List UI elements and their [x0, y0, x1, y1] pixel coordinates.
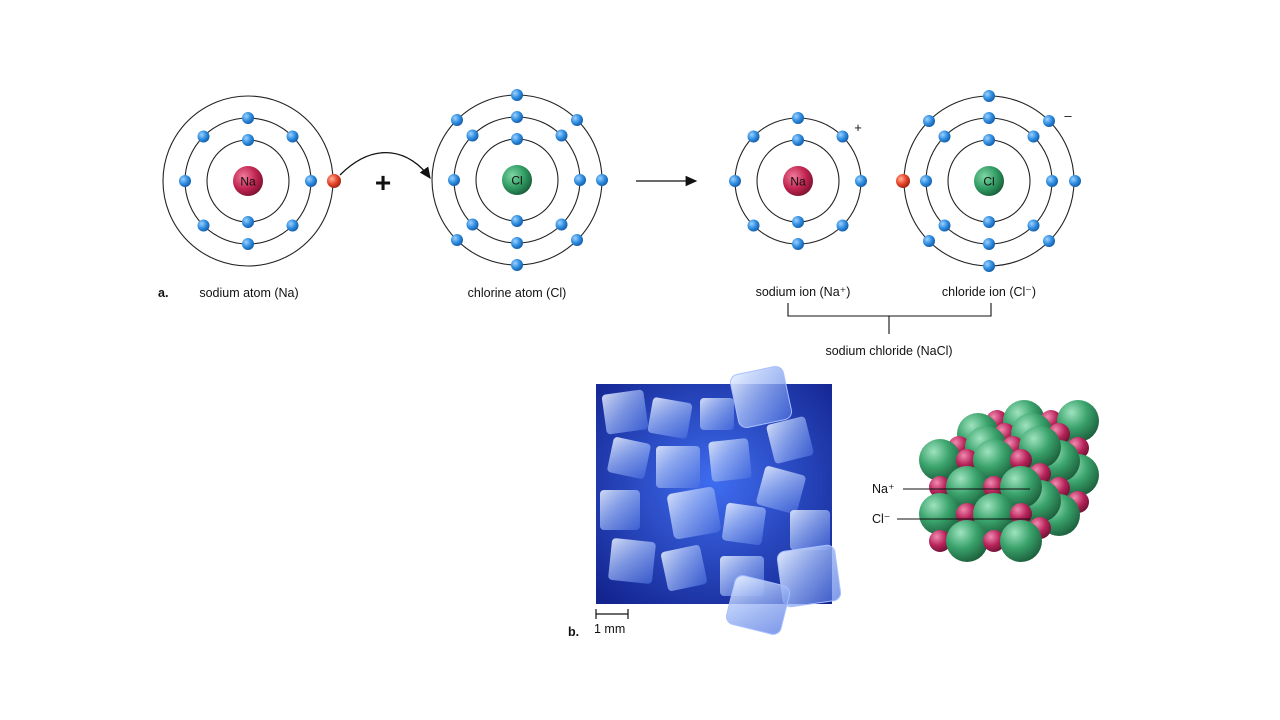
chloride-ion-label: chloride ion (Cl⁻) — [942, 285, 1036, 299]
sodium-ion-sphere — [983, 530, 1005, 552]
compound-label: sodium chloride (NaCl) — [825, 344, 952, 358]
lattice-cl-label: Cl⁻ — [872, 512, 890, 526]
gained-electron — [896, 174, 910, 188]
sodium-ion-sphere — [1010, 449, 1032, 471]
sodium-nucleus-symbol: Na — [240, 175, 256, 189]
chloride-ion-electrons — [920, 90, 1081, 272]
chloride-ion-sphere — [946, 520, 988, 562]
salt-crystal-photo — [596, 365, 842, 635]
sodium-ion-charge: + — [854, 120, 862, 135]
sodium-ion-sphere — [929, 530, 951, 552]
chloride-ion-charge: – — [1064, 108, 1072, 123]
sodium-ion-sphere — [956, 449, 978, 471]
part-b-marker: b. — [568, 625, 579, 639]
chloride-ion-sphere — [919, 439, 961, 481]
chloride-ion-symbol: Cl — [983, 175, 994, 189]
nacl-lattice-model — [919, 400, 1099, 562]
chloride-ion-sphere — [946, 466, 988, 508]
chlorine-nucleus-symbol: Cl — [511, 174, 522, 188]
sodium-atom-label: sodium atom (Na) — [199, 286, 298, 300]
sodium-nucleus — [233, 166, 263, 196]
sodium-ion-label: sodium ion (Na⁺) — [756, 285, 851, 299]
plus-sign: + — [375, 167, 391, 198]
chlorine-nucleus — [502, 165, 532, 195]
chloride-ion: Cl – — [896, 90, 1081, 272]
sodium-ion-symbol: Na — [790, 175, 806, 189]
sodium-ion-sphere — [929, 476, 951, 498]
sodium-electrons — [179, 112, 317, 250]
chlorine-electrons — [448, 89, 608, 271]
sodium-ion-sphere — [983, 476, 1005, 498]
chlorine-atom-label: chlorine atom (Cl) — [468, 286, 567, 300]
scale-bar-label: 1 mm — [594, 622, 625, 636]
chloride-ion-sphere — [1000, 520, 1042, 562]
chloride-ion-sphere — [973, 493, 1015, 535]
chloride-ion-sphere — [1000, 466, 1042, 508]
sodium-ion: Na + — [729, 112, 867, 250]
electron-transfer-arrow — [339, 151, 431, 180]
transferred-electron — [327, 174, 341, 188]
part-a-marker: a. — [158, 286, 168, 300]
chloride-ion-nucleus — [974, 166, 1004, 196]
sodium-ion-nucleus — [783, 166, 813, 196]
compound-bracket — [787, 303, 992, 334]
chlorine-atom: Cl — [431, 89, 608, 271]
scale-bar — [595, 609, 629, 619]
chloride-ion-sphere — [973, 439, 1015, 481]
sodium-atom: Na — [162, 95, 341, 267]
sodium-ion-electrons — [729, 112, 867, 250]
lattice-na-label: Na⁺ — [872, 482, 895, 496]
chloride-ion-sphere — [919, 493, 961, 535]
